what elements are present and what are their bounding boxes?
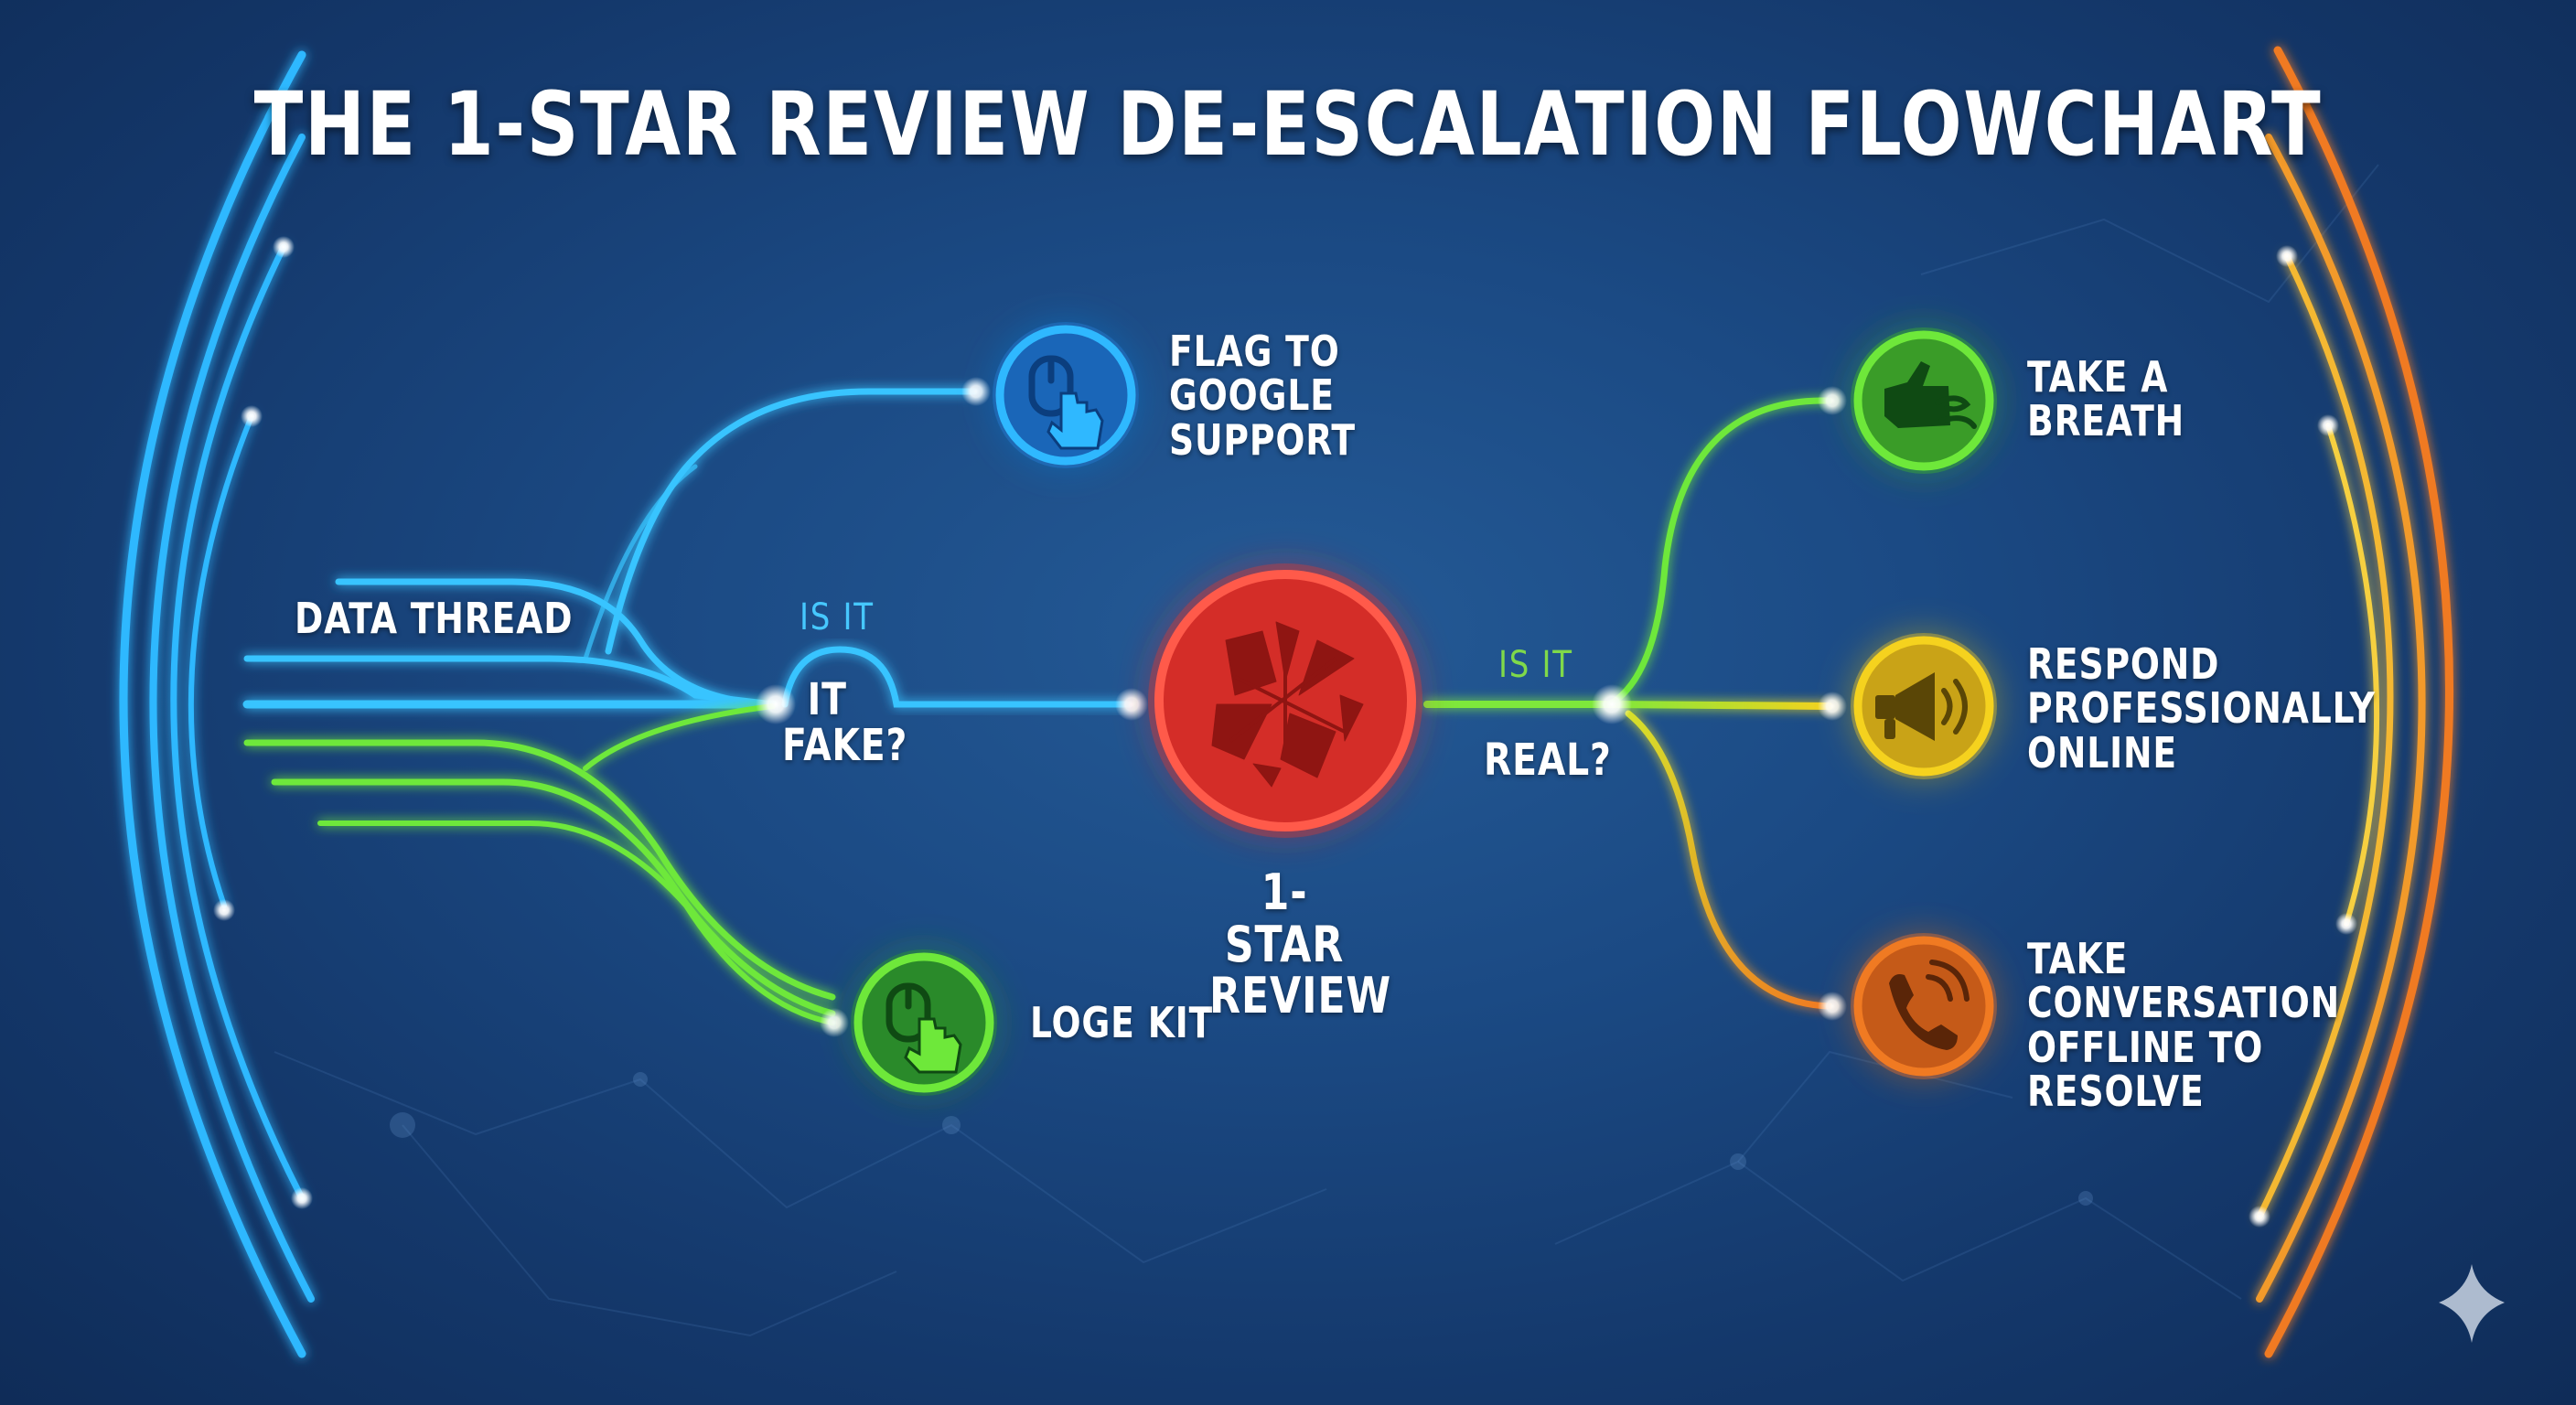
data-thread-green: [243, 703, 836, 1025]
pointer-hand-icon: [1046, 391, 1104, 450]
data-thread-blue: [242, 388, 978, 709]
shattered-star-icon: [1211, 621, 1364, 788]
real-junction-dot: [1592, 684, 1632, 724]
respond-online-node[interactable]: [1851, 633, 1997, 779]
background-network-nodes: [390, 1072, 2093, 1206]
flag-node[interactable]: [993, 322, 1139, 468]
left-arc-dot: [241, 405, 263, 427]
loge-kit-label: LOGE KIT: [1030, 998, 1214, 1047]
offline-resolve-node[interactable]: [1851, 933, 1997, 1079]
center-review-label: 1-STAR REVIEW: [1209, 863, 1392, 1025]
offline-node-dot: [1818, 992, 1847, 1021]
breath-hand-icon: [1884, 361, 1977, 429]
left-arc-group: [119, 50, 315, 1358]
fake-question-top: IS IT: [800, 596, 875, 638]
left-arc-dot: [213, 899, 235, 921]
mouse-click-icon: [886, 982, 931, 1043]
left-arc-dot: [273, 236, 295, 258]
pointer-hand-icon: [904, 1017, 962, 1074]
respond-node-dot: [1818, 692, 1847, 721]
center-review-node[interactable]: [1148, 563, 1422, 838]
fake-junction-dot: [756, 684, 796, 724]
right-arc-dot: [2276, 245, 2298, 267]
page-title: THE 1-STAR REVIEW DE-ESCALATION FLOWCHAR…: [253, 73, 2323, 176]
real-question-top: IS IT: [1498, 644, 1573, 686]
fake-connector: [781, 646, 1133, 708]
take-breath-node[interactable]: [1851, 327, 1997, 474]
take-breath-label: TAKE A BREATH: [2027, 352, 2185, 446]
right-arc-dot: [2335, 913, 2357, 935]
left-arc-dot: [291, 1187, 313, 1209]
loge-node-dot: [820, 1008, 849, 1037]
mouse-click-icon: [1028, 355, 1074, 417]
flag-node-dot: [961, 377, 991, 406]
background-network: [274, 164, 2379, 1337]
offline-resolve-label: TAKE CONVERSATION OFFLINE TO RESOLVE: [2027, 934, 2340, 1116]
center-input-dot: [1115, 688, 1148, 721]
loge-kit-node[interactable]: [851, 949, 997, 1096]
megaphone-icon: [1875, 672, 1968, 741]
sparkle-icon: [2439, 1264, 2505, 1343]
right-arc-group: [2256, 46, 2453, 1358]
flag-node-label: FLAG TO GOOGLE SUPPORT: [1169, 327, 1356, 465]
data-thread-label: DATA THREAD: [295, 594, 574, 643]
right-arc-dot: [2317, 414, 2339, 436]
right-arc-dot: [2249, 1206, 2270, 1228]
phone-icon: [1889, 960, 1970, 1050]
fake-question-label: IT FAKE?: [782, 674, 908, 772]
real-connector: [1423, 397, 1833, 1010]
respond-online-label: RESPOND PROFESSIONALLY ONLINE: [2027, 639, 2376, 778]
breath-node-dot: [1818, 386, 1847, 415]
real-question-label: REAL?: [1484, 735, 1612, 786]
